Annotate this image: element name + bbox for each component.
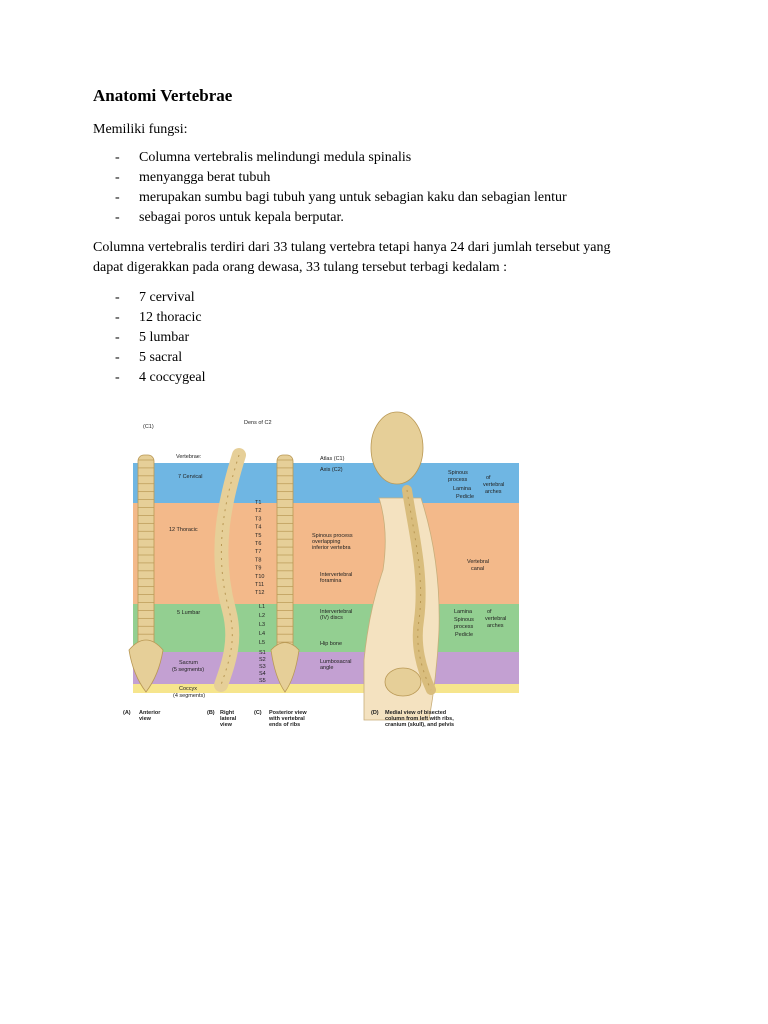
caption-b-4: view xyxy=(220,722,233,728)
lumbar-band xyxy=(133,604,519,652)
thoracic-level-label: T5 xyxy=(255,533,261,539)
label-vertebrae: Vertebrae: xyxy=(176,454,202,460)
thoracic-level-label: T1 xyxy=(255,500,261,506)
vertebral-column-figure: (C1) Vertebrae: 7 Cervical 12 Thoracic 5… xyxy=(123,411,519,728)
label-pedicle-upper: Pedicle xyxy=(456,494,474,500)
sacral-band xyxy=(133,652,519,684)
caption-b-2: Right xyxy=(220,710,234,716)
caption-a-3: view xyxy=(139,716,152,722)
caption-a: (A) xyxy=(123,710,131,716)
thoracic-band xyxy=(133,503,519,604)
medial-view-body xyxy=(363,411,440,721)
label-cervical: 7 Cervical xyxy=(178,474,202,480)
label-spinous-upper: Spinous xyxy=(448,470,468,476)
posterior-column xyxy=(270,454,300,693)
label-vert-canal: Vertebral xyxy=(467,559,489,565)
caption-d-2: Medial view of bisected xyxy=(385,710,446,716)
label-iv-foramina: Intervertebral xyxy=(320,572,352,578)
thoracic-level-label: T6 xyxy=(255,541,261,547)
label-lamina-lower: Lamina xyxy=(454,609,473,615)
anterior-column xyxy=(128,454,164,693)
label-lumbosacral: Lumbosacral xyxy=(320,659,352,665)
sacral-level-label: S2 xyxy=(259,657,266,663)
lumbar-level-label: L4 xyxy=(259,631,265,637)
label-spinous-lower-2: process xyxy=(454,624,474,630)
thoracic-level-label: T8 xyxy=(255,557,261,563)
lumbar-level-label: L2 xyxy=(259,613,265,619)
lumbar-level-label: L5 xyxy=(259,640,265,646)
label-spinous-upper-2: process xyxy=(448,477,468,483)
caption-c-2: Posterior view xyxy=(269,710,307,716)
label-spinous-lower: Spinous xyxy=(454,617,474,623)
label-atlas: Atlas (C1) xyxy=(320,456,345,462)
caption-c-4: ends of ribs xyxy=(269,722,300,728)
caption-d-4: cranium (skull), and pelvis xyxy=(385,722,454,728)
sacral-level-label: S5 xyxy=(259,678,266,684)
label-arches-lower: arches xyxy=(487,623,504,629)
caption-d-3: column from left with ribs, xyxy=(385,716,454,722)
label-lumbar: 5 Lumbar xyxy=(177,610,200,616)
pelvis xyxy=(384,667,422,697)
lumbar-level-label: L3 xyxy=(259,622,265,628)
label-spinous-overlap: Spinous process xyxy=(312,533,353,539)
label-vert-canal-2: canal xyxy=(471,566,484,572)
sacral-level-label: S1 xyxy=(259,650,266,656)
thoracic-level-label: T11 xyxy=(255,582,264,588)
caption-b: (B) xyxy=(207,710,215,716)
thoracic-level-label: T9 xyxy=(255,566,261,572)
caption-c-3: with vertebral xyxy=(268,716,305,722)
thoracic-level-label: T7 xyxy=(255,549,261,555)
label-dens: Dens of C2 xyxy=(244,420,272,426)
label-coccyx: Coccyx xyxy=(179,686,197,692)
label-spinous-overlap-2: overlapping xyxy=(312,539,340,545)
label-vertebral-upper: vertebral xyxy=(483,482,504,488)
coccyx-band xyxy=(133,684,519,693)
label-lumbosacral-2: angle xyxy=(320,665,333,671)
thoracic-level-label: T3 xyxy=(255,516,261,522)
sacral-level-label: S3 xyxy=(259,664,266,670)
label-iv-discs-2: (IV) discs xyxy=(320,615,343,621)
label-iv-foramina-2: foramina xyxy=(320,578,342,584)
sacral-level-label: S4 xyxy=(259,671,266,677)
thoracic-level-label: T4 xyxy=(255,525,261,531)
cervical-band xyxy=(133,463,519,503)
caption-d: (D) xyxy=(371,710,379,716)
label-pedicle-lower: Pedicle xyxy=(455,632,473,638)
label-of-upper: of xyxy=(486,475,491,481)
skull xyxy=(370,411,424,485)
caption-c: (C) xyxy=(254,710,262,716)
label-hip-bone: Hip bone xyxy=(320,641,342,647)
label-sacrum: Sacrum xyxy=(179,660,198,666)
label-iv-discs: Intervertebral xyxy=(320,609,352,615)
label-arches-upper: arches xyxy=(485,489,502,495)
paragraph-line: dapat digerakkan pada orang dewasa, 33 t… xyxy=(93,260,508,275)
label-axis: Axis (C2) xyxy=(320,467,343,473)
caption-b-3: lateral xyxy=(220,716,237,722)
label-sacrum-seg: (5 segments) xyxy=(172,667,204,673)
intro-text: Memiliki fungsi: xyxy=(93,122,188,137)
lateral-column xyxy=(214,448,246,692)
label-vertebral-lower: vertebral xyxy=(485,616,506,622)
label-spinous-overlap-3: inferior vertebra xyxy=(312,545,351,551)
paragraph-line: Columna vertebralis terdiri dari 33 tula… xyxy=(93,240,611,255)
label-thoracic: 12 Thoracic xyxy=(169,527,198,533)
lumbar-level-label: L1 xyxy=(259,604,265,610)
page-title: Anatomi Vertebrae xyxy=(93,86,233,105)
thoracic-level-label: T10 xyxy=(255,574,264,580)
label-coccyx-seg: (4 segments) xyxy=(173,693,205,699)
label-c1: (C1) xyxy=(143,424,154,430)
label-of-lower: of xyxy=(487,609,492,615)
label-lamina-upper: Lamina xyxy=(453,486,472,492)
thoracic-level-label: T2 xyxy=(255,508,261,514)
caption-a-2: Anterior xyxy=(139,710,161,716)
paragraph: Columna vertebralis terdiri dari 33 tula… xyxy=(93,238,610,278)
thoracic-level-label: T12 xyxy=(255,590,264,596)
